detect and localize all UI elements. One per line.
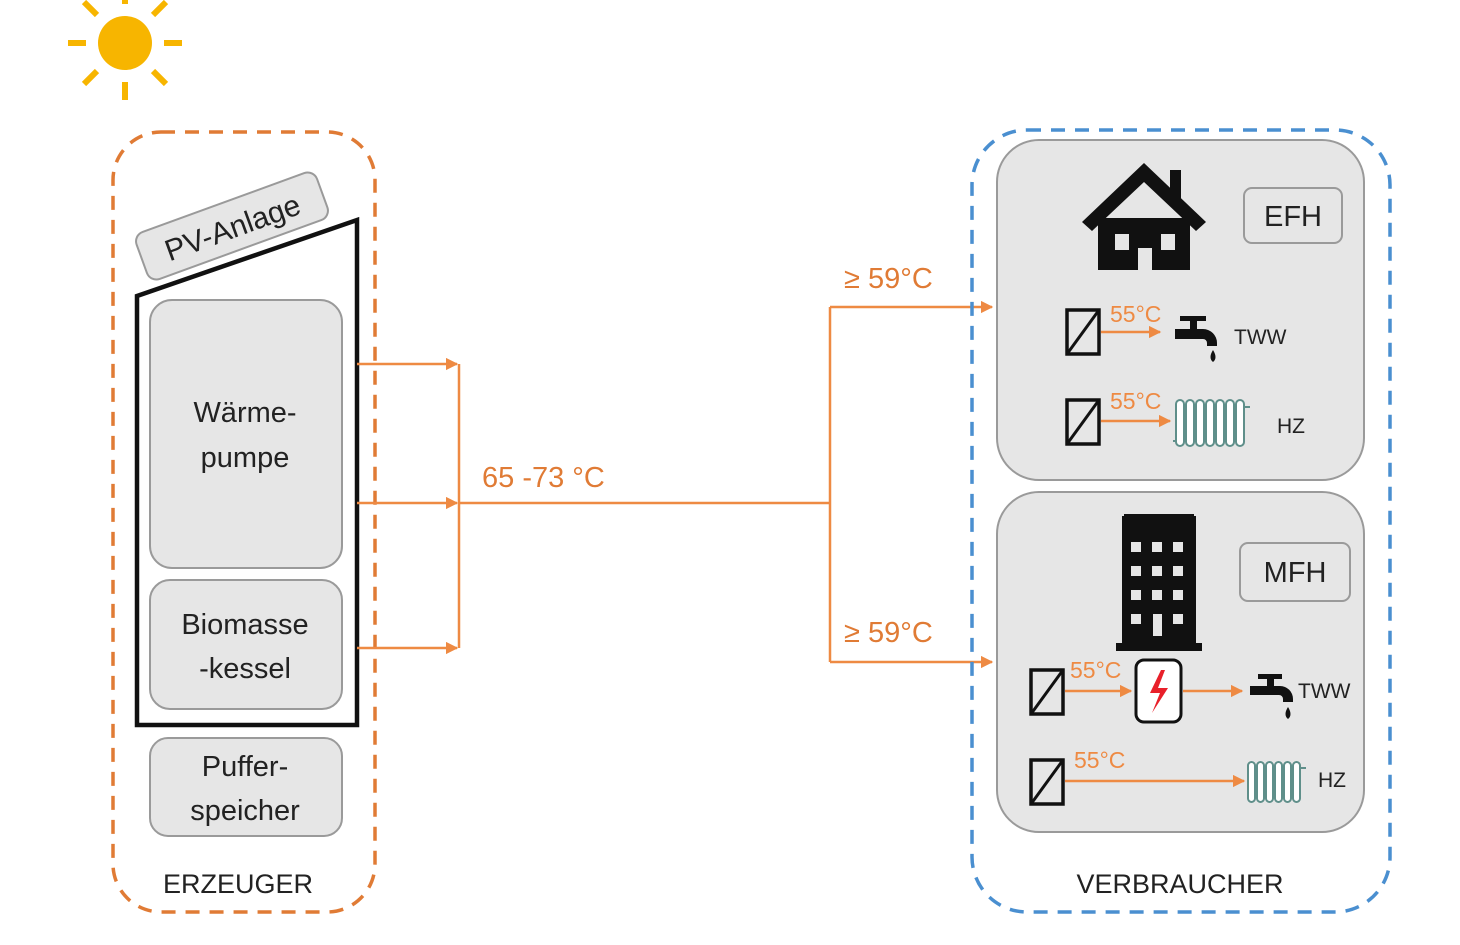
producer-group-label: ERZEUGER <box>163 869 313 899</box>
mfh-hz-label: HZ <box>1318 769 1346 792</box>
tap-icon <box>1250 674 1293 719</box>
house-icon <box>1082 163 1206 270</box>
heat-exchanger-icon <box>1029 758 1065 806</box>
heat-exchanger-icon <box>1065 398 1101 446</box>
mfh-tww-temperature: 55°C <box>1070 657 1121 683</box>
generation-unit-outline <box>134 216 360 728</box>
heat-exchanger-icon <box>1065 308 1101 356</box>
heat-pump-label-2: pumpe <box>201 442 290 474</box>
efh-hz-label: HZ <box>1277 415 1305 438</box>
efh-supply-temperature: ≥ 59°C <box>844 263 933 295</box>
buffer-label-2: speicher <box>190 795 300 827</box>
biomass-label-2: -kessel <box>199 653 291 685</box>
radiator-icon <box>1173 399 1250 447</box>
mfh-supply-temperature: ≥ 59°C <box>844 617 933 649</box>
efh-badge <box>1243 187 1343 244</box>
biomass-boiler-box <box>149 579 343 710</box>
sun-icon <box>68 0 182 100</box>
mfh-hz-temperature: 55°C <box>1074 747 1125 773</box>
supply-pipes <box>357 300 994 669</box>
heat-exchanger-icon <box>1029 668 1065 716</box>
tap-icon <box>1175 316 1217 362</box>
supply-temperature: 65 -73 °C <box>482 462 605 494</box>
mfh-badge <box>1239 542 1351 602</box>
efh-tww-label: TWW <box>1234 326 1287 349</box>
mfh-tww-label: TWW <box>1298 680 1351 703</box>
heat-pump-box <box>149 299 343 569</box>
consumer-group-label: VERBRAUCHER <box>1076 869 1283 899</box>
heat-pump-label-1: Wärme- <box>193 397 296 429</box>
efh-hz-temperature: 55°C <box>1110 388 1161 414</box>
buffer-label-1: Puffer- <box>202 751 289 783</box>
efh-tww-temperature: 55°C <box>1110 301 1161 327</box>
apartment-building-icon <box>1116 514 1202 651</box>
producer-group-border <box>111 130 377 914</box>
efh-badge-label: EFH <box>1264 201 1322 233</box>
consumer-group-border <box>970 128 1392 914</box>
mfh-badge-label: MFH <box>1264 557 1327 589</box>
electric-heater-icon <box>1134 658 1183 724</box>
biomass-label-1: Biomasse <box>181 609 308 641</box>
buffer-storage-box <box>149 737 343 837</box>
radiator-icon <box>1247 761 1306 803</box>
